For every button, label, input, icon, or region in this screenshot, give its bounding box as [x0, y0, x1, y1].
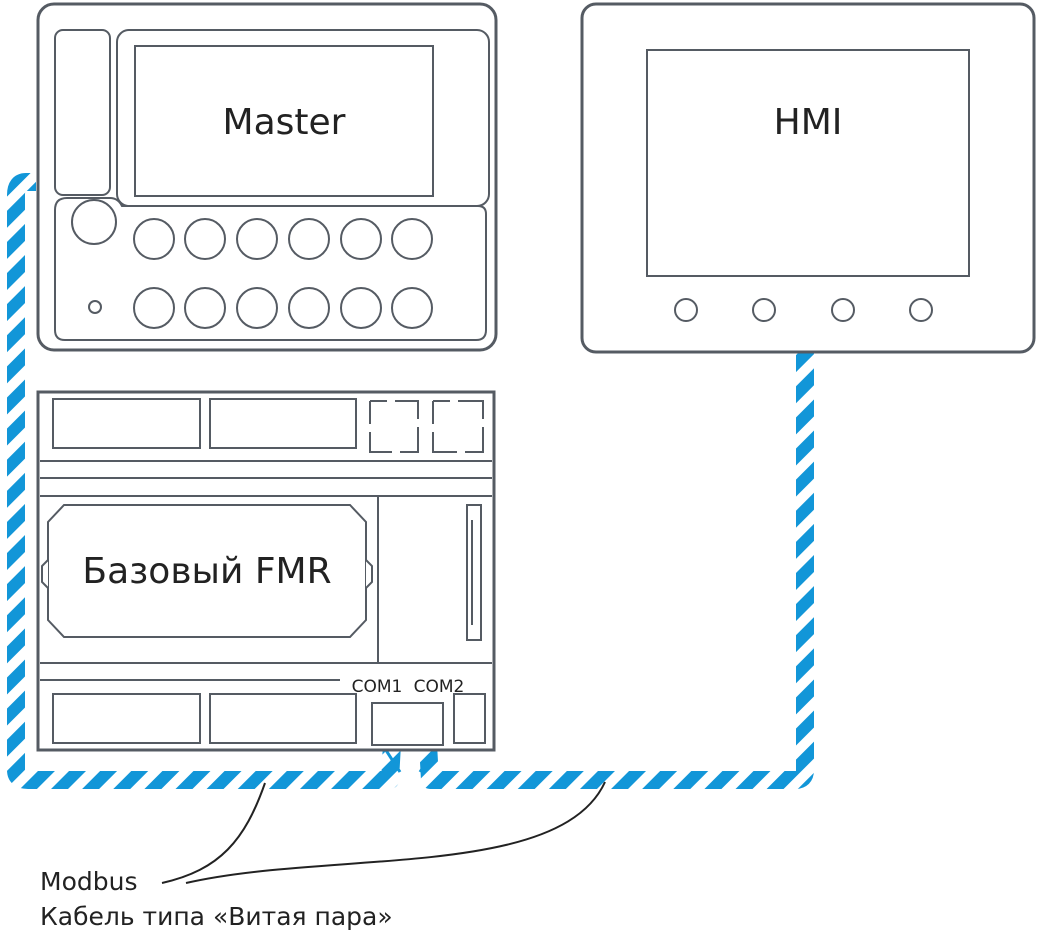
base-led-frame-1: [369, 400, 419, 453]
base-label-plate: [47, 504, 367, 638]
master-key: [184, 218, 226, 260]
master-screen: [134, 45, 434, 197]
base-terminal-block-bottom-3: [453, 693, 486, 744]
master-key-row-bottom: [133, 287, 433, 329]
master-label: Master: [223, 102, 346, 143]
master-key: [133, 218, 175, 260]
master-led: [88, 300, 102, 314]
hmi-label: HMI: [774, 102, 843, 143]
master-key: [391, 218, 433, 260]
master-key: [288, 218, 330, 260]
base-label-clip-right: [365, 559, 373, 589]
hmi-button: [831, 298, 855, 322]
leader-line-left: [161, 782, 266, 884]
master-big-knob: [71, 199, 117, 245]
master-side-slot: [54, 29, 111, 196]
base-label-clip-left: [41, 559, 49, 589]
base-terminal-block-top-2: [209, 398, 357, 449]
hmi-button: [752, 298, 776, 322]
legend-protocol: Modbus: [40, 867, 137, 896]
com2-label: COM2: [414, 677, 465, 697]
base-led-frame-2: [432, 400, 484, 453]
base-fmr-device: [36, 390, 496, 752]
base-terminal-block-bottom-2: [209, 693, 357, 744]
master-device: [36, 2, 498, 352]
com1-label: COM1: [352, 677, 403, 697]
leader-line-right: [185, 781, 606, 884]
master-key: [236, 218, 278, 260]
cable-master-segment: [7, 173, 401, 789]
hmi-screen: [646, 49, 970, 277]
master-key: [236, 287, 278, 329]
base-terminal-block-top-1: [52, 398, 201, 449]
base-fmr-label: Базовый FMR: [82, 551, 331, 592]
base-com-ports: [371, 702, 444, 746]
master-key: [340, 287, 382, 329]
hmi-device: [580, 2, 1036, 354]
hmi-button: [674, 298, 698, 322]
master-key: [391, 287, 433, 329]
legend-cable: Кабель типа «Витая пара»: [40, 902, 393, 931]
modbus-cable: [7, 173, 814, 789]
master-key-row-top: [133, 218, 433, 260]
master-key: [133, 287, 175, 329]
cable-hmi-segment: [419, 352, 814, 789]
base-side-latch: [466, 504, 482, 641]
master-key: [288, 287, 330, 329]
hmi-button: [909, 298, 933, 322]
base-terminal-block-bottom-1: [52, 693, 201, 744]
master-key: [340, 218, 382, 260]
master-key: [184, 287, 226, 329]
